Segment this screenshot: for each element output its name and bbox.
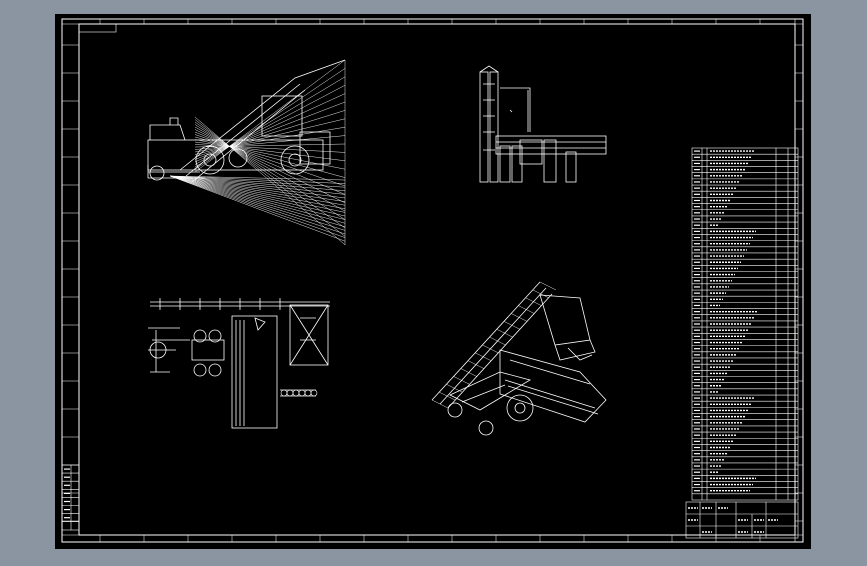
fan-line (194, 119, 346, 237)
fan-lower-line (169, 175, 346, 238)
iso-front-wheel (478, 420, 494, 436)
fan-lower-line (169, 175, 346, 224)
beam-detail (496, 141, 606, 149)
fan-lower-line (169, 175, 346, 213)
fan-line (194, 59, 346, 173)
hopper-box (539, 294, 596, 361)
outrigger-beam (495, 135, 607, 155)
fan-lower-line (169, 175, 346, 202)
chain-track (280, 389, 316, 397)
fan-line (194, 136, 346, 178)
iso-rear-wheel-hub (514, 402, 526, 414)
chassis-plate (231, 315, 278, 429)
side-frame (289, 304, 329, 366)
plan-view[interactable] (148, 298, 330, 429)
wheel-right-2 (565, 151, 577, 183)
zone-ticks (62, 19, 803, 542)
front-wheel-hub (203, 153, 217, 167)
rear-box (299, 131, 331, 165)
outer-border (61, 18, 804, 543)
engine-block (191, 339, 225, 361)
vehicle-body (147, 139, 324, 171)
chassis-hatch (235, 320, 245, 426)
mid-wheel (228, 148, 248, 168)
fan-lower-line (169, 175, 346, 199)
front-elevation[interactable] (479, 65, 607, 183)
chain-link (310, 389, 318, 397)
hopper-plan (254, 317, 266, 331)
hopper (261, 95, 303, 137)
chain-links (280, 389, 318, 397)
fan-lower-line (169, 175, 346, 217)
iso-rib (539, 281, 557, 291)
front-axle (148, 327, 190, 373)
fan-lower-line (169, 175, 346, 192)
fan-lower-line (169, 175, 346, 195)
side-elevation[interactable] (147, 59, 346, 245)
plan-wheel-3 (193, 363, 207, 377)
fan-lower-line (169, 175, 346, 242)
support-frame (500, 87, 531, 132)
fan-line (194, 143, 346, 148)
boom-rail (150, 298, 330, 310)
iso-chassis (449, 371, 532, 411)
steer-hub (149, 341, 167, 359)
sheet-background (55, 14, 811, 549)
fan-line (194, 144, 346, 153)
fan-lower-line (169, 175, 346, 210)
steer-wheel (149, 165, 165, 181)
iso-rear-wheel (506, 394, 534, 422)
iso-bracket (567, 347, 593, 361)
fan-line (194, 129, 346, 204)
fan-line (194, 134, 346, 187)
wheel-left-1 (499, 145, 511, 183)
side-frame-braces (289, 304, 329, 366)
plan-wheel-1 (193, 329, 207, 343)
parts-table-frame (691, 147, 799, 501)
fan-line (194, 135, 346, 150)
iso-left-wheel (447, 402, 463, 418)
front-skid (147, 165, 205, 179)
fan-lower-line (169, 175, 346, 231)
revision-table[interactable] (61, 464, 80, 531)
bed-track (504, 379, 599, 415)
isometric-view[interactable] (431, 281, 607, 436)
wheel-right-1 (543, 139, 557, 183)
parts-list-table[interactable] (691, 147, 799, 501)
front-wheel (195, 145, 225, 175)
fan-line (194, 126, 346, 212)
fan-line (194, 76, 346, 168)
rear-wheel-hub (288, 153, 302, 167)
revision-rows (62, 465, 79, 530)
mast-right (489, 71, 499, 183)
plan-wheel-2 (208, 329, 222, 343)
fan-line (194, 110, 346, 158)
title-block[interactable] (685, 501, 799, 539)
fan-lower-line (169, 175, 346, 184)
fan-lower-line (169, 175, 346, 206)
fan-line (194, 141, 346, 162)
reference-box (78, 23, 117, 33)
fan-lower-line (169, 175, 346, 228)
cab (149, 117, 186, 141)
fan-line (194, 85, 346, 165)
fan-lower-line (169, 175, 346, 220)
title-block-marks (688, 507, 778, 533)
fan-lower-line (169, 175, 346, 235)
plan-wheel-4 (208, 363, 222, 377)
conveyor-boom (179, 59, 346, 183)
mast-left (479, 71, 489, 183)
parts-rows (692, 150, 798, 495)
fan-line (194, 131, 346, 195)
rear-wheel (280, 145, 310, 175)
center-column (519, 139, 543, 165)
title-block-frame (685, 501, 799, 539)
mast-top (479, 65, 499, 151)
